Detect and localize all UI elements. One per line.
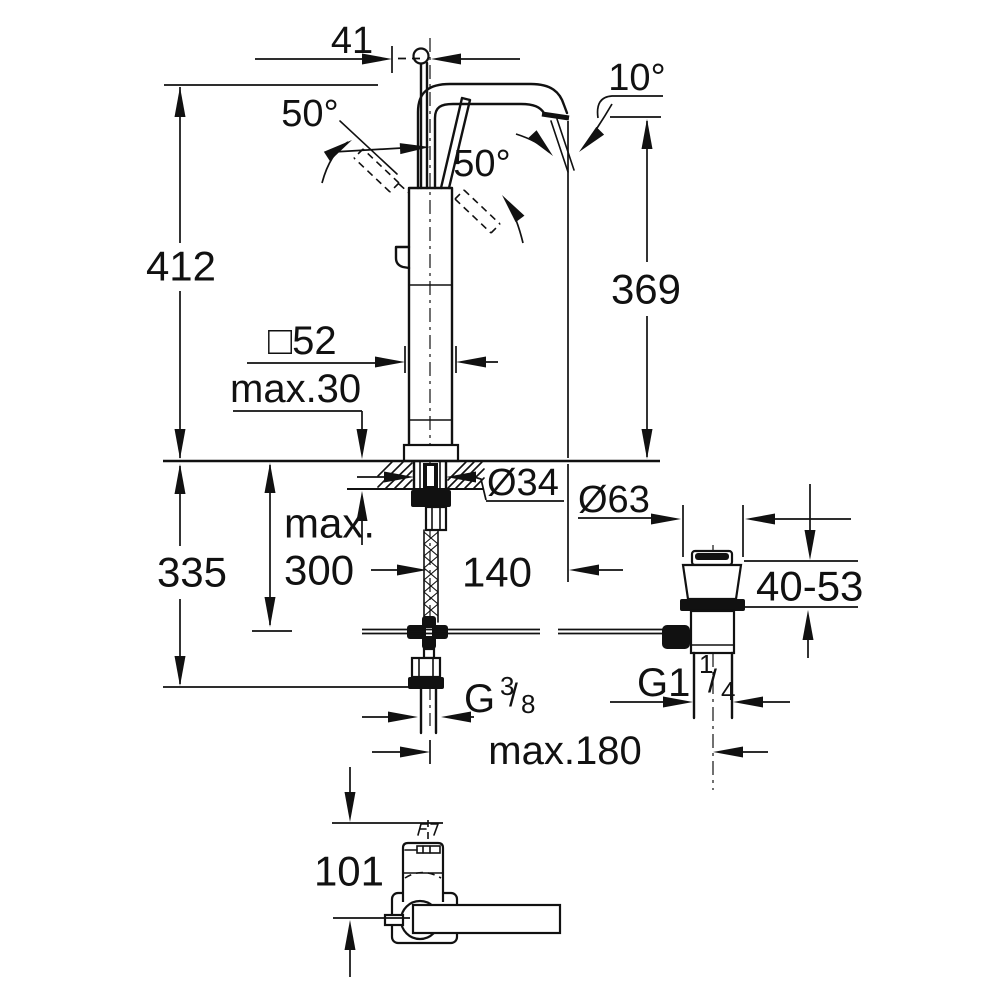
top-view-swivel-arc — [404, 871, 442, 879]
dim-square52: □52 — [247, 319, 498, 373]
dim-41-label: 41 — [331, 20, 373, 62]
dim-g114-slash: / — [708, 663, 717, 699]
below-deck-assembly — [362, 490, 664, 735]
dim-max180-label: max.180 — [488, 729, 641, 773]
pop-up-rod — [362, 628, 664, 635]
lever-tilted-solid — [439, 96, 472, 190]
shank-slot — [427, 466, 434, 486]
lever-knob — [412, 47, 430, 65]
dim-335-label: 335 — [157, 549, 227, 596]
faucet-body — [407, 186, 454, 447]
dim-40-53-label: 40-53 — [756, 563, 863, 610]
dim-g114: G1 1 / 4 — [610, 649, 790, 708]
dim-g38-slash: / — [509, 677, 518, 713]
dim-diameter34-label: Ø34 — [487, 462, 559, 504]
top-view-front-nub — [383, 913, 405, 927]
mounting-nut — [411, 490, 451, 507]
dim-max300: max. 300 — [252, 463, 375, 632]
lever-upright — [419, 61, 429, 190]
lever-axis-reference-line — [339, 120, 398, 175]
dim-max300-word: max. — [284, 500, 375, 547]
threaded-rod-pattern — [423, 531, 439, 617]
pop-up-waste-drain — [662, 545, 745, 790]
dim-369-label: 369 — [611, 266, 681, 313]
dim-369: 369 — [610, 116, 681, 459]
hose-pipe — [419, 687, 438, 735]
dim-50deg-right-label: 50° — [453, 143, 510, 185]
top-view-spout-tip — [417, 823, 440, 836]
dim-41: 41 — [255, 20, 520, 73]
threaded-rod — [423, 529, 439, 623]
spout-riser-outer — [416, 82, 569, 190]
spout-outlet-face — [541, 111, 570, 121]
dim-10deg-label: 10° — [608, 57, 665, 99]
lever-dashed-position-left — [339, 120, 410, 194]
top-view-lever-handle — [411, 903, 562, 935]
dim-50deg-right: 50° — [453, 130, 558, 244]
dim-diameter63-label: Ø63 — [578, 479, 650, 521]
dim-50deg-left-label: 50° — [281, 93, 338, 135]
dim-g114-den: 4 — [721, 676, 735, 706]
dimension-annotations: 41 10° 50° 50° — [146, 20, 863, 977]
drain-plug-top — [695, 553, 729, 560]
dim-max30-label: max.30 — [230, 367, 361, 411]
dim-140: 140 — [371, 121, 623, 596]
spout-outlet-extension-lines — [550, 118, 575, 173]
dim-412-label: 412 — [146, 243, 216, 290]
dim-g38-den: 8 — [521, 689, 535, 719]
drain-seal-ring — [680, 599, 745, 611]
dim-g38: G 3 / 8 — [362, 671, 535, 723]
hose-connector — [422, 647, 436, 660]
dim-max180: max.180 — [372, 729, 768, 773]
dim-g38-num: 3 — [500, 671, 514, 701]
spout-riser-inner — [433, 102, 546, 190]
faucet-body-left-step — [394, 245, 411, 270]
faucet-top-view — [383, 820, 562, 945]
hose-fitting — [410, 656, 442, 679]
dim-140-label: 140 — [462, 549, 532, 596]
dim-g114-g: G1 — [637, 661, 690, 705]
dim-50deg-left: 50° — [281, 93, 431, 184]
lever-dashed-position-right — [454, 189, 501, 234]
dim-10deg: 10° — [575, 57, 666, 156]
dim-101: 101 — [314, 767, 443, 977]
drain-body — [689, 609, 736, 655]
dim-diameter34: Ø34 — [357, 462, 564, 504]
mounting-shank — [412, 460, 448, 491]
shank-fitting — [424, 505, 448, 532]
faucet-base-plate — [402, 443, 460, 463]
dim-101-label: 101 — [314, 848, 384, 895]
hose-nut — [408, 677, 444, 689]
dim-335: 335 — [157, 464, 412, 688]
dim-diameter63: Ø63 — [578, 479, 851, 557]
dim-412: 412 — [146, 84, 378, 459]
dim-g38-g: G — [464, 677, 495, 721]
drain-rod-knob — [662, 625, 690, 649]
dim-max30: max.30 — [230, 367, 368, 545]
dim-max300-value: 300 — [284, 547, 354, 594]
tee-center — [426, 628, 432, 636]
drain-tailpipe — [692, 651, 734, 720]
faucet-body-joint-line — [408, 284, 453, 421]
dim-g114-num: 1 — [699, 649, 713, 679]
dim-40-53: 40-53 — [744, 484, 863, 658]
dim-square52-label: □52 — [268, 319, 337, 363]
faucet-side-view — [339, 38, 575, 726]
drain-flange — [681, 563, 743, 601]
